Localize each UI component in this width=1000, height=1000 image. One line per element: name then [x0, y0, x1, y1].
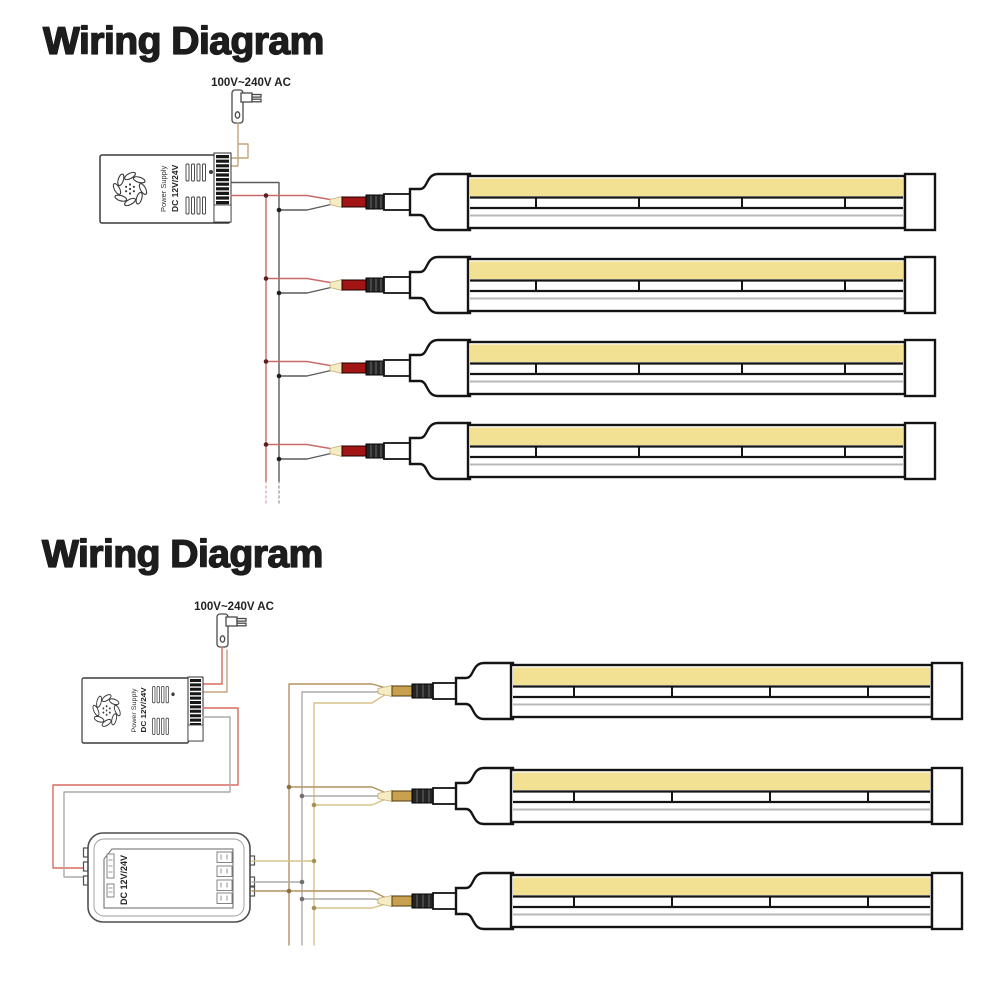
junction-dots: [286, 784, 317, 911]
terminal-block: [213, 152, 232, 223]
ac-voltage-label: 100V~240V AC: [194, 601, 274, 613]
led-strip: [328, 338, 937, 398]
plug-wires: [203, 646, 228, 693]
controller-label: DC 12V/24V: [119, 855, 129, 905]
top-diagram-title: Wiring Diagram: [42, 19, 325, 63]
led-strip: [376, 766, 964, 826]
led-strip: [328, 172, 937, 232]
led-strip: [376, 661, 964, 721]
negative-bus-wire: [230, 181, 280, 482]
plug-wires: [231, 122, 249, 167]
bus-wire-3: [313, 693, 387, 946]
led-strip: [376, 871, 964, 931]
dc-wires: [251, 683, 387, 946]
led-strip: [328, 421, 937, 481]
dc-wires: [230, 181, 334, 504]
power-supply-unit: [99, 152, 232, 224]
bus-wire-1: [288, 683, 387, 946]
bottom-diagram-title: Wiring Diagram: [41, 532, 324, 576]
ac-plug-icon: [216, 613, 247, 648]
dip-switch: [106, 853, 115, 898]
terminal-block: [187, 676, 204, 742]
top-wiring-diagram: 100V~240V AC: [99, 77, 937, 504]
psu-to-controller-wires: [52, 707, 239, 878]
ac-voltage-label: 100V~240V AC: [211, 77, 291, 89]
power-supply-unit: [81, 676, 204, 744]
ac-plug-icon: [231, 89, 262, 124]
bottom-wiring-diagram: 100V~240V AC: [52, 601, 964, 946]
led-strip: [328, 255, 937, 315]
controller-output-terminals: [216, 851, 233, 904]
junction-dots: [263, 193, 282, 462]
controller-unit: DC 12V/24V: [82, 832, 256, 923]
